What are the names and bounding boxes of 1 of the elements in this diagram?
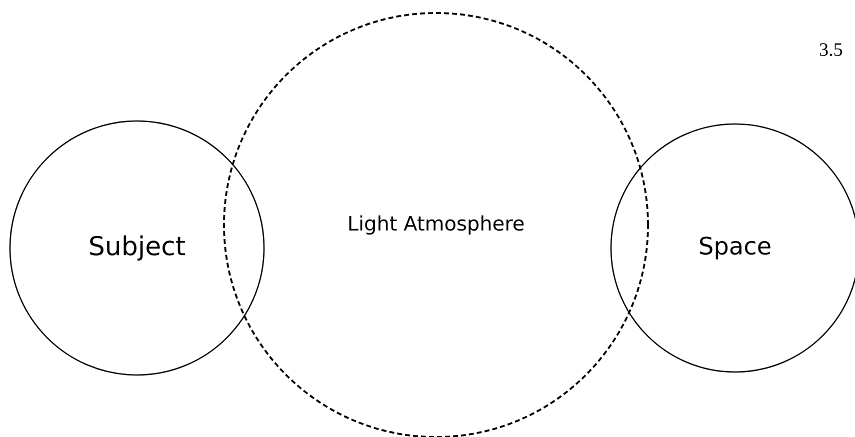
page-number: 3.5 (820, 43, 842, 56)
